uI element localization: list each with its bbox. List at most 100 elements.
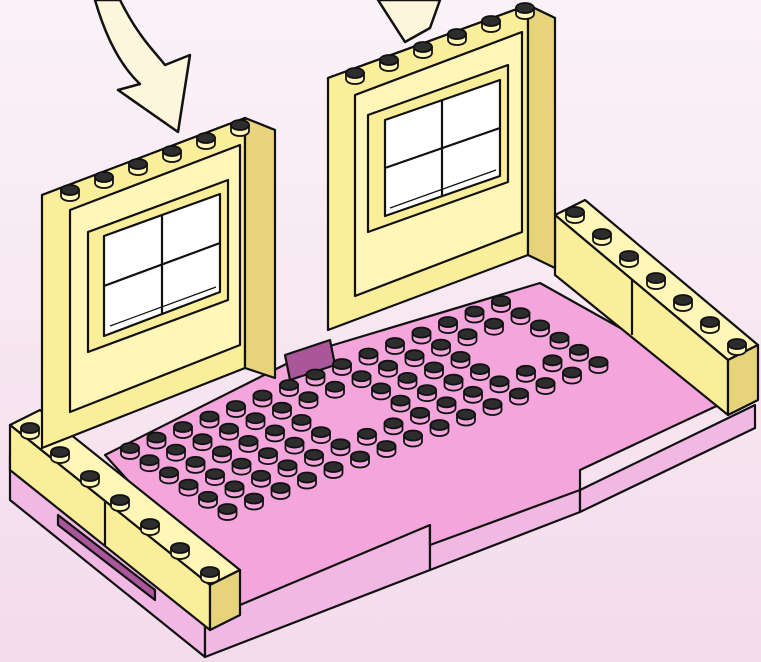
plate-stud xyxy=(510,389,528,405)
plate-stud xyxy=(167,445,185,461)
plate-stud xyxy=(418,385,436,401)
right-wall-stud xyxy=(346,68,364,84)
right-wall-side xyxy=(528,5,555,268)
plate-stud xyxy=(227,401,245,417)
plate-stud xyxy=(484,399,502,415)
plate-stud xyxy=(300,392,318,408)
plate-stud xyxy=(245,494,263,510)
plate-stud xyxy=(254,391,272,407)
plate-stud xyxy=(563,368,581,384)
plate-stud xyxy=(220,424,238,440)
plate-stud xyxy=(141,455,159,471)
edge-brick-stud xyxy=(201,567,219,583)
plate-stud xyxy=(286,438,304,454)
left-wall-stud xyxy=(129,159,147,175)
plate-stud xyxy=(358,429,376,445)
plate-stud xyxy=(201,412,219,428)
plate-stud xyxy=(404,431,422,447)
plate-stud xyxy=(459,329,477,345)
plate-stud xyxy=(452,352,470,368)
left-wall-stud xyxy=(197,133,215,149)
right-wall-stud xyxy=(516,3,534,19)
plate-stud xyxy=(471,364,489,380)
plate-stud xyxy=(438,397,456,413)
plate-stud xyxy=(392,396,410,412)
plate-stud xyxy=(160,467,178,483)
plate-stud xyxy=(326,382,344,398)
plate-stud xyxy=(325,462,343,478)
edge-brick-stud xyxy=(81,471,99,487)
plate-stud xyxy=(293,415,311,431)
right-wall-stud xyxy=(482,16,500,32)
left-wall-stud xyxy=(163,146,181,162)
plate-stud xyxy=(517,366,535,382)
right-wall-stud xyxy=(414,42,432,58)
plate-stud xyxy=(219,504,237,520)
plate-stud xyxy=(206,469,224,485)
plate-stud xyxy=(312,427,330,443)
plate-stud xyxy=(413,328,431,344)
right-brick-stud xyxy=(593,229,611,245)
plate-stud xyxy=(431,420,449,436)
plate-stud xyxy=(333,359,351,375)
plate-stud xyxy=(353,371,371,387)
right-brick-stud xyxy=(647,273,665,289)
plate-stud xyxy=(464,387,482,403)
plate-stud xyxy=(457,410,475,426)
plate-stud xyxy=(351,452,369,468)
plate-stud xyxy=(551,333,569,349)
plate-stud xyxy=(279,460,297,476)
edge-brick-stud xyxy=(171,543,189,559)
left-wall-stud xyxy=(61,185,79,201)
plate-stud xyxy=(233,459,251,475)
plate-stud xyxy=(406,350,424,366)
plate-stud xyxy=(590,357,608,373)
plate-stud xyxy=(385,418,403,434)
plate-stud xyxy=(259,448,277,464)
plate-stud xyxy=(187,457,205,473)
plate-stud xyxy=(570,345,588,361)
plate-stud xyxy=(492,296,510,312)
plate-stud xyxy=(273,403,291,419)
plate-stud xyxy=(425,362,443,378)
edge-brick-stud xyxy=(141,519,159,535)
right-wall-stud xyxy=(380,55,398,71)
plate-stud xyxy=(272,483,290,499)
plate-stud xyxy=(121,443,139,459)
plate-stud xyxy=(432,340,450,356)
left-wall-stud xyxy=(231,120,249,136)
plate-stud xyxy=(411,408,429,424)
plate-stud xyxy=(298,473,316,489)
plate-stud xyxy=(531,320,549,336)
plate-stud xyxy=(491,376,509,392)
left-wall-stud xyxy=(95,172,113,188)
edge-brick-stud xyxy=(111,495,129,511)
plate-stud xyxy=(378,441,396,457)
plate-stud xyxy=(180,480,198,496)
plate-stud xyxy=(439,317,457,333)
plate-stud xyxy=(305,450,323,466)
left-wall-side xyxy=(245,118,275,378)
plate-stud xyxy=(485,319,503,335)
plate-stud xyxy=(199,492,217,508)
plate-stud xyxy=(307,370,325,386)
plate-stud xyxy=(194,434,212,450)
plate-stud xyxy=(372,383,390,399)
plate-stud xyxy=(399,373,417,389)
plate-stud xyxy=(213,446,231,462)
plate-stud xyxy=(266,425,284,441)
edge-brick-stud xyxy=(51,447,69,463)
plate-stud xyxy=(360,349,378,365)
right-brick-stud xyxy=(620,251,638,267)
plate-stud xyxy=(544,355,562,371)
plate-stud xyxy=(445,375,463,391)
right-brick-stud xyxy=(701,317,719,333)
edge-brick-stud xyxy=(21,423,39,439)
plate-stud xyxy=(174,422,192,438)
right-brick-stud xyxy=(728,339,746,355)
plate-stud xyxy=(537,378,555,394)
plate-stud xyxy=(226,481,244,497)
plate-stud xyxy=(379,361,397,377)
right-brick-stud xyxy=(674,295,692,311)
